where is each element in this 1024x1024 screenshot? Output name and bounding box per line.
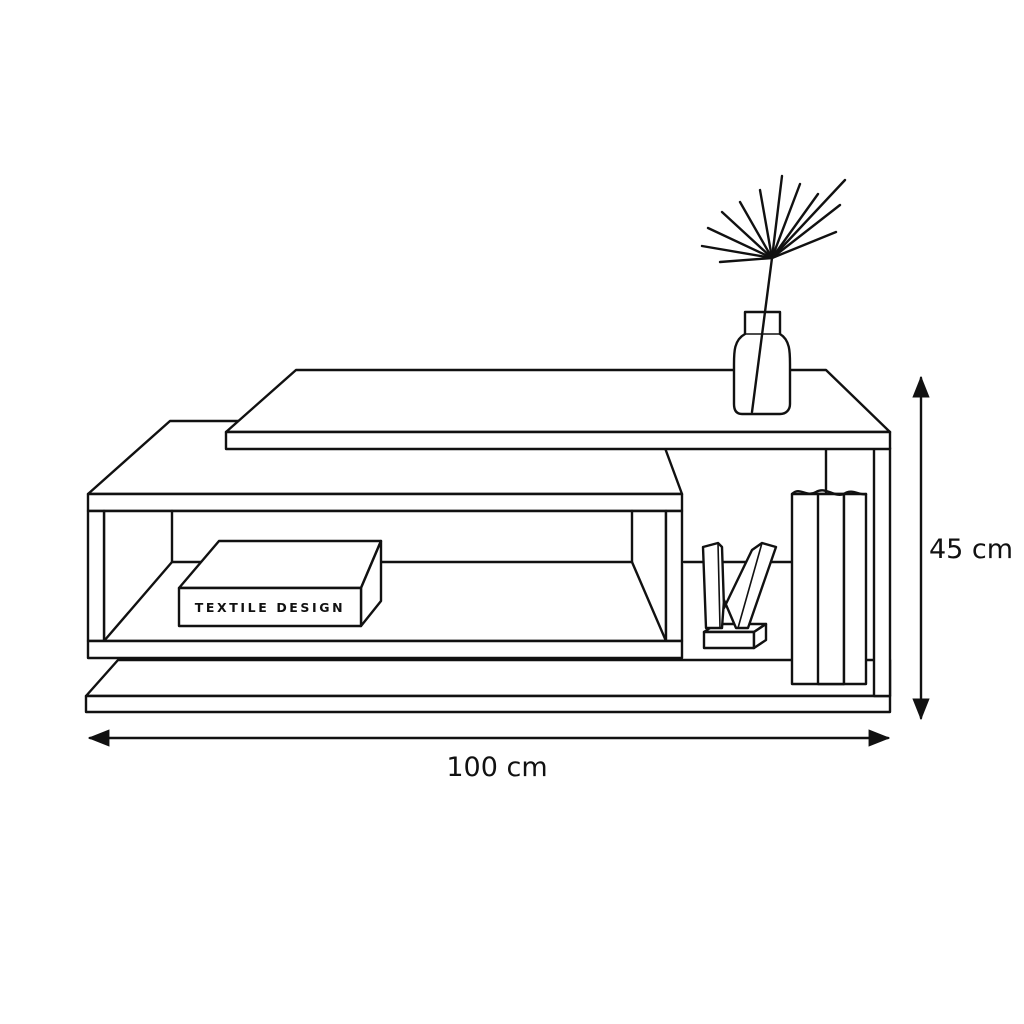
height-dimension: 45 cm: [912, 375, 1013, 721]
width-dimension: 100 cm: [87, 729, 891, 783]
upper-tabletop: [224, 368, 892, 451]
width-label: 100 cm: [446, 752, 547, 783]
base-shelf: [84, 658, 892, 714]
height-label: 45 cm: [929, 534, 1013, 565]
books-stack: [790, 489, 868, 686]
textile-design-box: TEXTILE DESIGN: [177, 539, 383, 628]
box-label: TEXTILE DESIGN: [195, 600, 345, 615]
letter-bookend: [701, 541, 778, 650]
lower-shelf-unit: [86, 419, 684, 660]
vase-with-leaf: [700, 174, 847, 416]
